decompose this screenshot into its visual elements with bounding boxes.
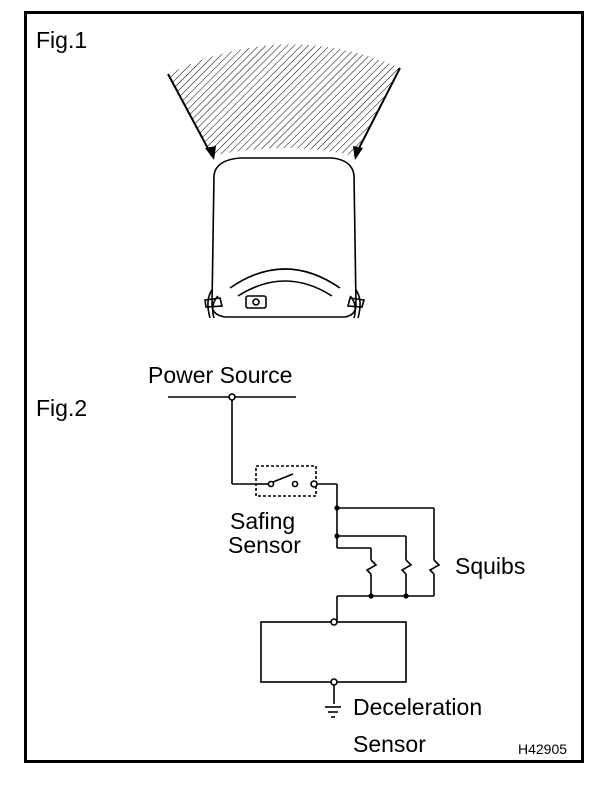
safing-output-node [310,480,318,488]
squibs-label: Squibs [455,553,526,579]
fig2-label: Fig.2 [36,395,88,421]
steering-pad-outline [211,157,357,318]
deployment-edge-right [354,67,401,157]
safing-sensor-box [255,465,317,497]
fig2-circuit [168,393,441,718]
node-c [368,593,374,599]
squib-1-symbol [365,559,378,575]
squib-2-symbol [400,559,413,575]
steering-spoke-left [207,289,219,319]
decel-output-node [330,678,338,686]
safing-contact-left [267,480,275,488]
arrowhead-right [353,146,363,160]
safing-contact-right [291,480,299,488]
mount-bracket-right [346,297,366,308]
safing-sensor-label-line2: Sensor [228,532,301,558]
horn-connector [245,295,267,309]
fig1-steering-illustration [167,44,401,319]
power-source-label: Power Source [148,362,293,388]
steering-pad-lower-curve [229,268,341,289]
connector-bolt [252,298,260,306]
node-d [403,593,409,599]
deceleration-sensor-box [260,621,407,683]
deceleration-sensor-label-line2: Sensor [353,731,426,757]
squib-3-symbol [428,559,441,575]
safing-sensor-label-line1: Safing [230,508,296,534]
airbag-deployment-zone [168,44,400,156]
diagram-frame [24,11,584,763]
decel-input-node [330,618,338,626]
power-source-node [228,393,236,401]
safing-switch-blade [272,473,294,483]
figure-code: H42905 [518,741,568,757]
deployment-edge-left [167,73,213,157]
arrowhead-left [205,146,216,160]
fig1-label: Fig.1 [36,27,88,53]
deceleration-sensor-label-line1: Deceleration [353,694,483,720]
mount-bracket-left [204,297,224,308]
steering-pad-inner-curve [237,280,333,297]
